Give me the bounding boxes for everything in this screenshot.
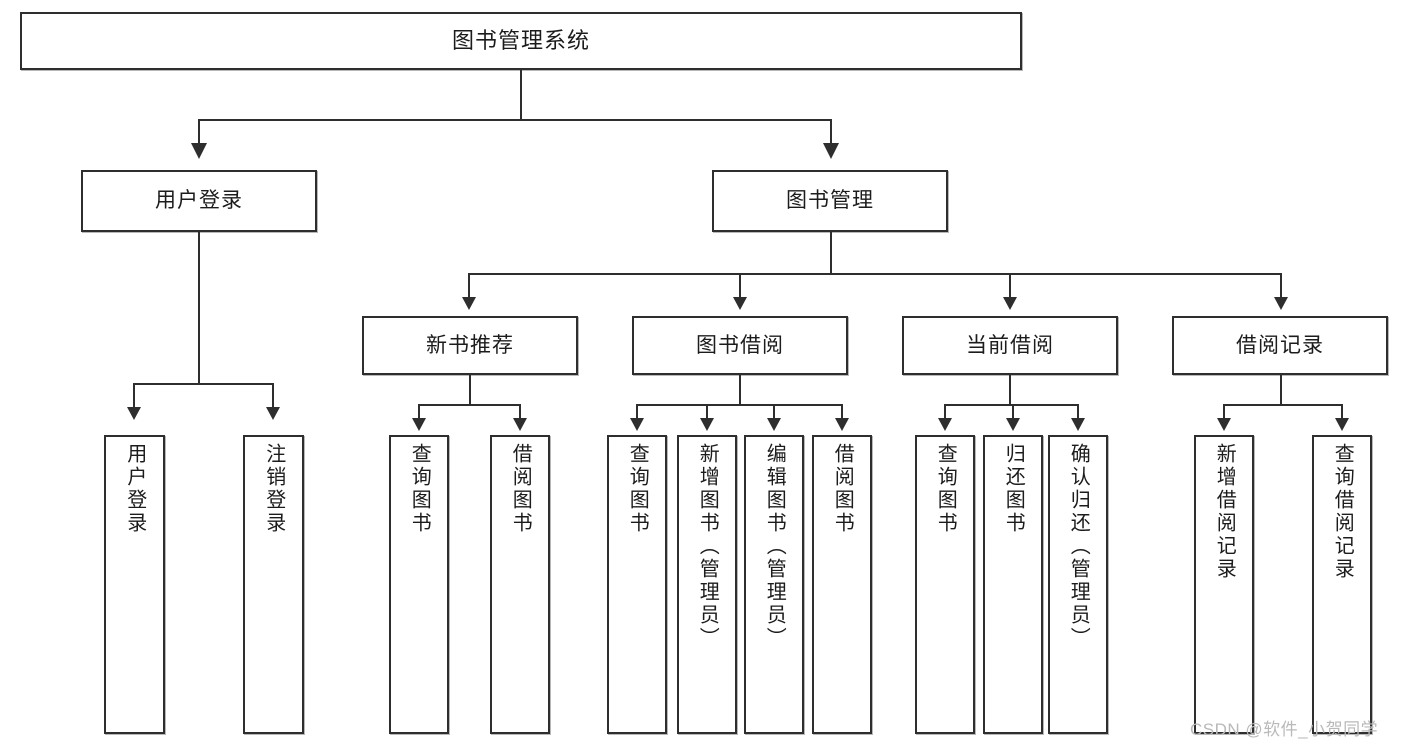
- arrowhead-bookmgmt-to-record: [1274, 297, 1288, 310]
- connector-current-to-leaf-1: [944, 404, 946, 420]
- connector-current-stem: [1009, 375, 1011, 405]
- leaf-user-login-logout[interactable]: 注销登录: [243, 435, 304, 734]
- node-label: 新增借阅记录: [1213, 443, 1236, 581]
- connector-root-stem: [520, 70, 522, 120]
- connector-bookmgmt-to-current: [1009, 273, 1011, 299]
- arrowhead-bookmgmt-to-borrow: [733, 297, 747, 310]
- arrowhead-login-to-leaf-1: [127, 407, 141, 420]
- arrowhead-record-to-leaf-2: [1335, 418, 1349, 431]
- connector-borrow-to-leaf-1: [636, 404, 638, 420]
- connector-login-stem: [198, 232, 200, 384]
- connector-root-to-bookmgmt: [830, 119, 832, 145]
- node-label: 用户登录: [155, 189, 243, 213]
- node-user-login[interactable]: 用户登录: [81, 170, 317, 232]
- watermark-text: CSDN @软件_小贺同学: [1190, 720, 1379, 739]
- leaf-recommend-query-book[interactable]: 查询图书: [389, 435, 449, 734]
- node-borrow-record[interactable]: 借阅记录: [1172, 316, 1388, 375]
- node-label: 借阅图书: [509, 443, 532, 535]
- node-label: 确认归还（管理员）: [1067, 443, 1090, 650]
- leaf-record-add-record[interactable]: 新增借阅记录: [1194, 435, 1254, 734]
- connector-bookmgmt-bus: [468, 273, 1282, 275]
- arrowhead-login-to-leaf-2: [266, 407, 280, 420]
- connector-borrow-to-leaf-4: [841, 404, 843, 420]
- node-label: 当前借阅: [966, 333, 1054, 357]
- connector-current-bus: [944, 404, 1079, 406]
- arrowhead-root-to-login: [191, 143, 207, 159]
- arrowhead-record-to-leaf-1: [1217, 418, 1231, 431]
- arrowhead-recommend-to-leaf-2: [513, 418, 527, 431]
- arrowhead-borrow-to-leaf-3: [767, 418, 781, 431]
- connector-login-to-leaf-2: [272, 383, 274, 409]
- connector-recommend-to-leaf-1: [418, 404, 420, 420]
- connector-recommend-to-leaf-2: [519, 404, 521, 420]
- connector-record-to-leaf-1: [1223, 404, 1225, 420]
- leaf-user-login-login[interactable]: 用户登录: [104, 435, 165, 734]
- connector-recommend-bus: [418, 404, 521, 406]
- node-new-book-recommend[interactable]: 新书推荐: [362, 316, 578, 375]
- leaf-record-query-record[interactable]: 查询借阅记录: [1312, 435, 1372, 734]
- leaf-current-return-book[interactable]: 归还图书: [983, 435, 1043, 734]
- connector-root-to-login: [198, 119, 200, 145]
- connector-borrow-to-leaf-2: [706, 404, 708, 420]
- connector-record-bus: [1223, 404, 1343, 406]
- node-label: 查询图书: [408, 443, 431, 535]
- node-label: 新书推荐: [426, 333, 514, 357]
- connector-bookmgmt-stem: [830, 232, 832, 274]
- arrowhead-bookmgmt-to-current: [1003, 297, 1017, 310]
- connector-current-to-leaf-3: [1077, 404, 1079, 420]
- arrowhead-bookmgmt-to-recommend: [462, 297, 476, 310]
- connector-borrow-stem: [739, 375, 741, 405]
- node-label: 图书借阅: [696, 333, 784, 357]
- node-root-system[interactable]: 图书管理系统: [20, 12, 1022, 70]
- node-label: 查询借阅记录: [1331, 443, 1354, 581]
- node-label: 查询图书: [934, 443, 957, 535]
- node-label: 编辑图书（管理员）: [763, 443, 786, 650]
- node-label: 注销登录: [262, 443, 285, 535]
- node-label: 归还图书: [1002, 443, 1025, 535]
- connector-current-to-leaf-2: [1012, 404, 1014, 420]
- connector-borrow-bus: [636, 404, 843, 406]
- connector-bookmgmt-to-recommend: [468, 273, 470, 299]
- connector-root-bus: [198, 119, 832, 121]
- connector-bookmgmt-to-record: [1280, 273, 1282, 299]
- arrowhead-current-to-leaf-1: [938, 418, 952, 431]
- node-label: 借阅记录: [1236, 333, 1324, 357]
- leaf-borrow-borrow-book[interactable]: 借阅图书: [812, 435, 872, 734]
- node-label: 图书管理系统: [451, 27, 590, 53]
- node-current-borrow[interactable]: 当前借阅: [902, 316, 1118, 375]
- arrowhead-current-to-leaf-2: [1006, 418, 1020, 431]
- leaf-current-confirm-return[interactable]: 确认归还（管理员）: [1048, 435, 1108, 734]
- node-label: 用户登录: [123, 443, 146, 535]
- node-label: 图书管理: [786, 189, 874, 213]
- connector-record-stem: [1280, 375, 1282, 405]
- arrowhead-current-to-leaf-3: [1071, 418, 1085, 431]
- connector-recommend-stem: [469, 375, 471, 405]
- leaf-recommend-borrow-book[interactable]: 借阅图书: [490, 435, 550, 734]
- node-label: 查询图书: [626, 443, 649, 535]
- connector-borrow-to-leaf-3: [773, 404, 775, 420]
- node-label: 借阅图书: [831, 443, 854, 535]
- arrowhead-recommend-to-leaf-1: [412, 418, 426, 431]
- leaf-borrow-add-book[interactable]: 新增图书（管理员）: [677, 435, 737, 734]
- leaf-borrow-edit-book[interactable]: 编辑图书（管理员）: [744, 435, 804, 734]
- connector-login-bus: [133, 383, 273, 385]
- leaf-borrow-query-book[interactable]: 查询图书: [607, 435, 667, 734]
- arrowhead-root-to-bookmgmt: [823, 143, 839, 159]
- arrowhead-borrow-to-leaf-4: [835, 418, 849, 431]
- connector-record-to-leaf-2: [1341, 404, 1343, 420]
- leaf-current-query-book[interactable]: 查询图书: [915, 435, 975, 734]
- connector-bookmgmt-to-borrow: [739, 273, 741, 299]
- arrowhead-borrow-to-leaf-1: [630, 418, 644, 431]
- arrowhead-borrow-to-leaf-2: [700, 418, 714, 431]
- node-book-borrow[interactable]: 图书借阅: [632, 316, 848, 375]
- connector-login-to-leaf-1: [133, 383, 135, 409]
- node-book-management[interactable]: 图书管理: [712, 170, 948, 232]
- node-label: 新增图书（管理员）: [696, 443, 719, 650]
